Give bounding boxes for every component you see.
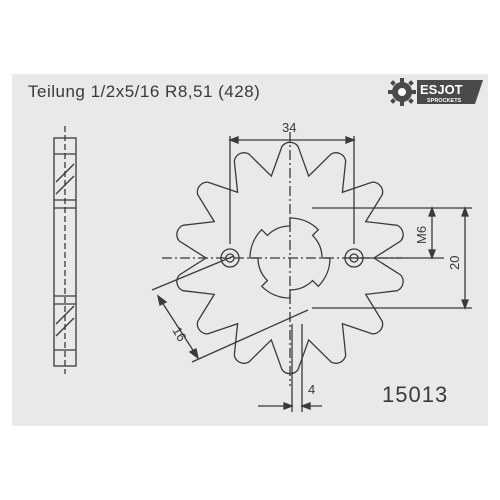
sprocket-drawing: 34 M6 20 16 4 [53, 120, 472, 412]
drawing-sheet: Teilung 1/2x5/16 R8,51 (428) ESJOT SPROC… [12, 74, 488, 426]
brand-tagline: SPROCKETS [427, 98, 462, 104]
pitch-width-dimension [228, 136, 356, 244]
dim-label-20: 20 [447, 256, 462, 270]
brand-name: ESJOT [420, 82, 463, 97]
dim-label-16: 16 [169, 324, 189, 344]
esjot-logo: ESJOT SPROCKETS [388, 78, 483, 106]
pitch-spec-label: Teilung 1/2x5/16 R8,51 (428) [28, 82, 261, 101]
dim-label-34: 34 [282, 120, 296, 135]
shaft-offset-dimension [258, 324, 322, 412]
sprocket-outline [176, 141, 404, 375]
dim-label-m6: M6 [414, 226, 429, 244]
bolt-thread-dimension [344, 206, 444, 260]
sprocket-side-view [53, 126, 77, 374]
part-number: 15013 [382, 382, 449, 407]
spline-width-dimension [151, 255, 309, 363]
bolt-distance-dimension [312, 206, 472, 310]
dim-label-4: 4 [308, 382, 315, 397]
